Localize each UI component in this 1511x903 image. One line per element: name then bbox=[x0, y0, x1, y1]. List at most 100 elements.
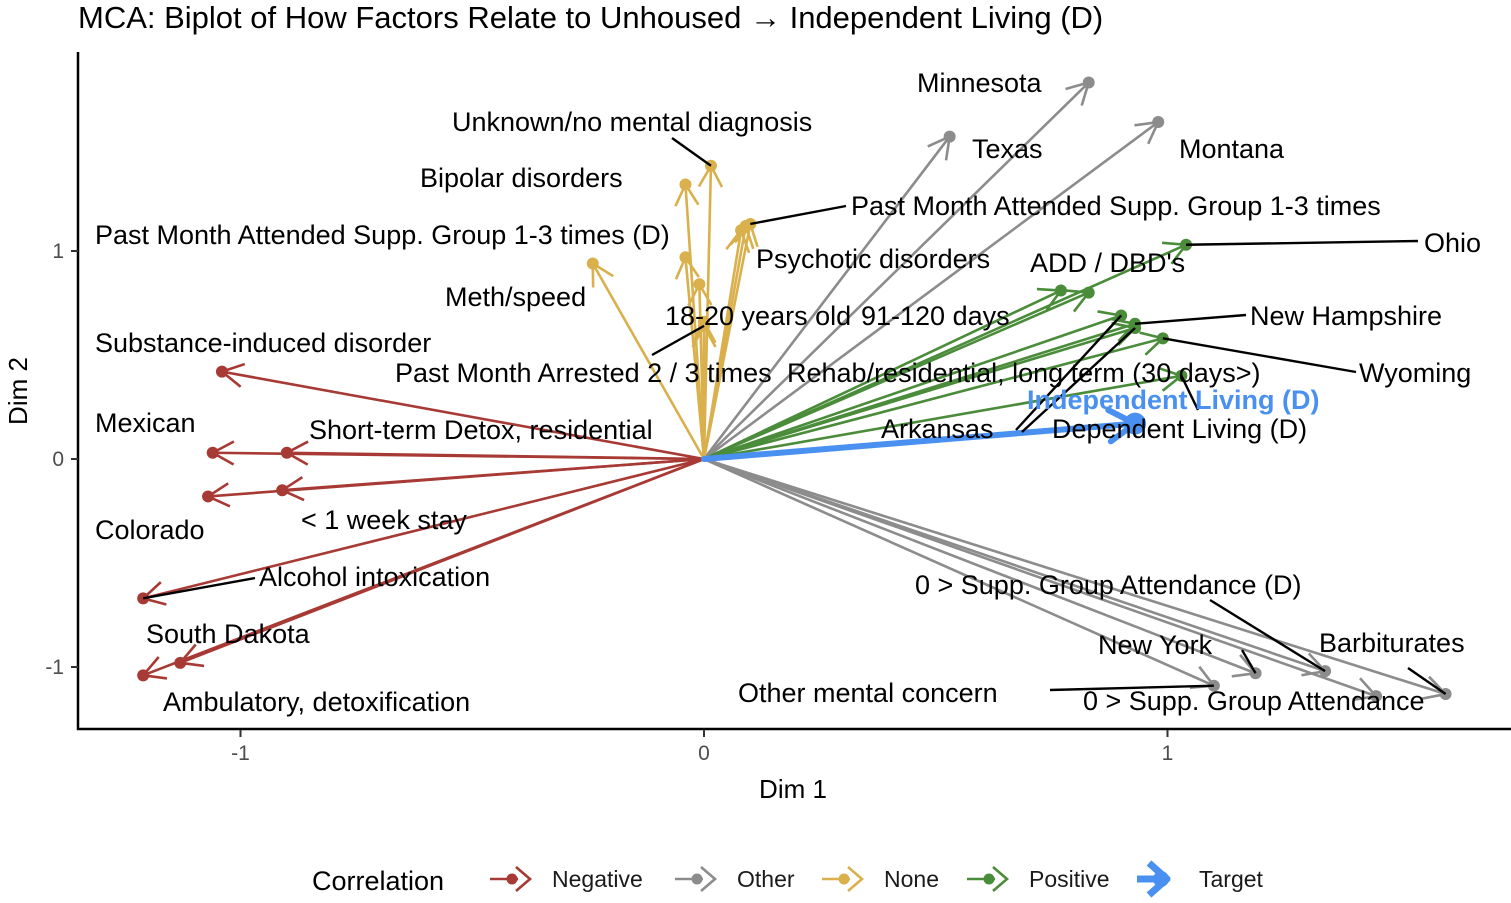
legend-label: Other bbox=[737, 866, 795, 892]
arrow-shaft bbox=[702, 314, 1123, 461]
arrow-negative bbox=[137, 457, 706, 682]
arrow-target bbox=[701, 407, 1147, 462]
arrow-negative bbox=[202, 457, 706, 508]
legend-arrowhead bbox=[992, 866, 1009, 892]
arrow-shaft bbox=[141, 457, 706, 677]
legend-item-negative: Negative bbox=[490, 866, 643, 892]
label-leader-line bbox=[1015, 314, 1123, 431]
point-label: Meth/speed bbox=[445, 282, 586, 312]
point-label: Barbiturates bbox=[1319, 628, 1465, 658]
legend-dot bbox=[691, 873, 703, 885]
data-point bbox=[215, 365, 228, 378]
arrow-shaft bbox=[702, 135, 951, 461]
data-point bbox=[280, 446, 293, 459]
legend-dot bbox=[1153, 871, 1169, 887]
label-leader-line bbox=[1240, 649, 1257, 674]
arrow-none bbox=[702, 224, 751, 461]
arrow-positive bbox=[702, 284, 1067, 461]
legend-item-positive: Positive bbox=[967, 866, 1110, 892]
point-label: Ohio bbox=[1424, 228, 1481, 258]
legend-label: Target bbox=[1199, 866, 1264, 892]
arrow-shaft bbox=[285, 451, 706, 461]
arrow-shaft bbox=[702, 222, 752, 461]
legend-dot bbox=[838, 873, 850, 885]
legend-item-target: Target bbox=[1137, 860, 1264, 898]
data-point bbox=[1152, 116, 1165, 129]
legend-label: Negative bbox=[552, 866, 643, 892]
label-leader-line bbox=[1134, 313, 1247, 325]
arrow-shaft bbox=[280, 457, 706, 492]
arrow-shaft bbox=[702, 289, 1063, 461]
point-label: New York bbox=[1098, 630, 1213, 660]
point-label: Ambulatory, detoxification bbox=[163, 687, 470, 717]
arrow-other bbox=[702, 130, 956, 461]
point-label: South Dakota bbox=[146, 619, 311, 649]
point-label: Past Month Attended Supp. Group 1-3 time… bbox=[851, 191, 1381, 221]
point-label: Wyoming bbox=[1359, 358, 1471, 388]
arrow-shaft bbox=[220, 370, 706, 461]
x-tick-label: 1 bbox=[1162, 742, 1174, 765]
point-label: 18-20 years old bbox=[665, 301, 851, 331]
arrow-shaft bbox=[702, 337, 1165, 461]
data-point bbox=[1054, 284, 1067, 297]
label-leader-line bbox=[142, 576, 256, 600]
legend: Correlation Negative Other None Positive Tar… bbox=[312, 860, 1264, 898]
arrow-positive bbox=[702, 286, 1095, 461]
label-leader-line bbox=[1180, 375, 1200, 411]
data-point bbox=[679, 251, 692, 264]
data-point bbox=[1124, 412, 1147, 435]
point-label: Montana bbox=[1179, 134, 1285, 164]
y-axis-title: Dim 2 bbox=[3, 357, 33, 425]
arrow-shaft bbox=[702, 457, 1257, 675]
label-leader-line bbox=[1162, 337, 1357, 374]
point-label: Independent Living (D) bbox=[1027, 385, 1319, 415]
point-label: Unknown/no mental diagnosis bbox=[452, 107, 812, 137]
point-label: Past Month Arrested 2 / 3 times bbox=[395, 358, 772, 388]
point-label: Dependent Living (D) bbox=[1052, 414, 1307, 444]
arrow-shaft bbox=[702, 457, 1216, 688]
point-label: ADD / DBD's bbox=[1030, 248, 1185, 278]
data-point bbox=[679, 178, 692, 191]
label-leader-line bbox=[1021, 327, 1136, 433]
point-label: Mexican bbox=[95, 408, 196, 438]
legend-dot bbox=[506, 873, 518, 885]
arrow-negative bbox=[276, 457, 706, 502]
label-leader-line bbox=[1407, 667, 1447, 696]
legend-arrowhead bbox=[847, 866, 864, 892]
arrow-shaft bbox=[141, 457, 706, 600]
arrow-shaft bbox=[702, 374, 1183, 461]
legend-label: None bbox=[884, 866, 939, 892]
data-point bbox=[137, 669, 150, 682]
arrow-shaft bbox=[702, 81, 1091, 461]
point-label: Minnesota bbox=[917, 68, 1043, 98]
point-label: Other mental concern bbox=[738, 678, 998, 708]
chart-title: MCA: Biplot of How Factors Relate to Unh… bbox=[78, 0, 1103, 35]
point-label: Alcohol intoxication bbox=[259, 562, 490, 592]
legend-label: Positive bbox=[1029, 866, 1110, 892]
label-leader-line bbox=[1186, 239, 1419, 246]
data-point bbox=[693, 278, 706, 291]
x-tick-label: -1 bbox=[231, 742, 250, 765]
y-tick-label: 1 bbox=[52, 240, 64, 263]
data-point bbox=[735, 224, 748, 237]
arrow-shaft bbox=[702, 457, 1447, 696]
legend-dot bbox=[983, 873, 995, 885]
data-point bbox=[206, 446, 219, 459]
legend-title: Correlation bbox=[312, 866, 444, 896]
arrow-negative bbox=[280, 440, 706, 466]
legend-item-none: None bbox=[822, 866, 939, 892]
point-label: Substance-induced disorder bbox=[95, 328, 431, 358]
arrow-positive bbox=[702, 331, 1169, 461]
arrow-shaft bbox=[684, 255, 706, 461]
label-leader-line bbox=[1209, 598, 1326, 673]
data-point bbox=[943, 130, 956, 143]
data-point bbox=[1370, 690, 1383, 703]
point-label: Psychotic disorders bbox=[756, 244, 990, 274]
x-tick-label: 0 bbox=[698, 742, 710, 765]
arrow-other bbox=[702, 116, 1165, 461]
arrow-shaft bbox=[702, 228, 743, 461]
legend-arrowhead bbox=[700, 866, 717, 892]
arrow-shaft bbox=[701, 420, 1139, 462]
legend-item-other: Other bbox=[675, 866, 795, 892]
